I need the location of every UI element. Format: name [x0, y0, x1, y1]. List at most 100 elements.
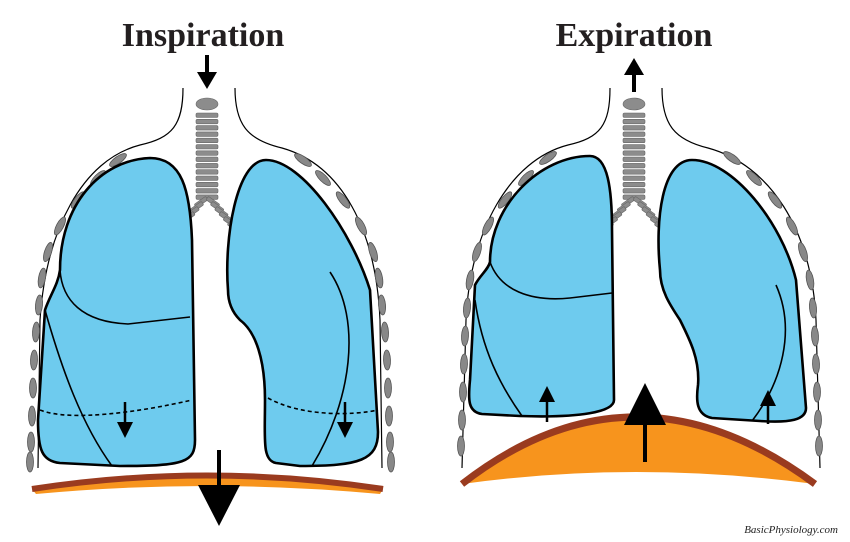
rib: [53, 216, 67, 236]
trachea-ring: [195, 150, 219, 156]
trachea-ring: [622, 97, 646, 111]
right-lung-fissure: [311, 271, 350, 467]
trachea-ring: [622, 163, 646, 169]
trachea-ring: [195, 175, 219, 181]
rib: [459, 381, 467, 403]
trachea-ring: [195, 156, 219, 162]
rib: [383, 349, 391, 371]
rib: [460, 353, 468, 375]
rib: [785, 216, 799, 236]
left-pleura-line: [461, 87, 611, 469]
rib: [811, 325, 819, 347]
right-lung-fissure: [751, 284, 787, 422]
trachea-ring: [622, 169, 646, 175]
trachea-ring: [622, 175, 646, 181]
rib: [465, 269, 475, 291]
rib: [385, 405, 393, 427]
rib: [814, 409, 822, 431]
airflow-in-arrow-icon: [197, 55, 217, 89]
trachea-ring: [195, 125, 219, 131]
trachea-ring: [195, 144, 219, 150]
trachea-ring: [195, 119, 219, 125]
expiration-title: Expiration: [556, 17, 713, 54]
trachea-ring: [195, 163, 219, 169]
rib: [461, 325, 469, 347]
credit-text: BasicPhysiology.com: [744, 524, 838, 536]
rib: [472, 242, 482, 262]
rib: [463, 297, 471, 319]
left-lung: [36, 156, 197, 468]
trachea-ring: [195, 137, 219, 143]
lung-down-arrow-icon: [337, 402, 353, 438]
rib: [43, 242, 53, 262]
trachea-ring: [622, 150, 646, 156]
trachea-ring: [195, 188, 219, 194]
rib: [35, 294, 43, 316]
rib: [354, 216, 368, 236]
left-lung-fissure: [474, 299, 523, 417]
rib: [813, 381, 821, 403]
left-lung-fissure: [489, 261, 613, 300]
rib: [809, 297, 817, 319]
rib: [815, 435, 823, 457]
trachea-ring: [622, 156, 646, 162]
inspiration-title: Inspiration: [122, 17, 285, 54]
rib: [294, 153, 312, 167]
rib: [109, 153, 127, 167]
rib: [381, 321, 389, 343]
rib: [26, 451, 34, 473]
trachea-ring: [622, 125, 646, 131]
trachea: [595, 97, 673, 238]
rib: [457, 435, 465, 457]
airflow-out-arrow-icon: [624, 58, 644, 92]
rib: [315, 170, 331, 186]
rib: [458, 409, 466, 431]
rib: [374, 267, 384, 289]
rib: [368, 242, 378, 262]
inspiration-panel: [26, 55, 395, 526]
left-pleura-line: [37, 87, 184, 469]
trachea-ring: [622, 112, 646, 118]
lung-down-arrow-icon: [117, 402, 133, 438]
rib: [28, 405, 36, 427]
rib: [539, 151, 557, 165]
rib: [387, 451, 395, 473]
expiration-panel: [457, 58, 823, 487]
trachea-ring: [622, 131, 646, 137]
lung-up-arrow-icon: [760, 390, 776, 424]
rib: [723, 151, 741, 165]
left-lung: [467, 154, 616, 418]
trachea-ring: [195, 97, 219, 111]
rib: [767, 191, 783, 209]
trachea-ring: [195, 169, 219, 175]
diaphragm-up-arrow-icon: [624, 383, 666, 462]
rib: [335, 191, 351, 209]
rib-cage: [457, 151, 823, 457]
left-lung-fissure: [44, 309, 113, 467]
rib: [481, 216, 495, 236]
trachea-ring: [622, 137, 646, 143]
trachea-ring: [195, 182, 219, 188]
diaphragm-edge: [31, 472, 384, 492]
rib: [29, 377, 37, 399]
rib: [812, 353, 820, 375]
rib: [798, 242, 808, 262]
rib: [386, 431, 394, 453]
trachea-ring: [622, 119, 646, 125]
rib: [378, 294, 386, 316]
rib: [30, 349, 38, 371]
trachea-ring: [195, 112, 219, 118]
diaphragm-down-arrow-icon: [198, 450, 240, 526]
trachea-ring: [622, 188, 646, 194]
rib: [805, 269, 815, 291]
rib: [746, 170, 762, 186]
rib: [32, 321, 40, 343]
rib: [37, 267, 47, 289]
lung-up-arrow-icon: [539, 386, 555, 422]
right-lung: [657, 158, 808, 423]
trachea-ring: [622, 182, 646, 188]
rib: [384, 377, 392, 399]
right-lung-expiration-outline: [267, 397, 379, 415]
trachea-ring: [622, 144, 646, 150]
